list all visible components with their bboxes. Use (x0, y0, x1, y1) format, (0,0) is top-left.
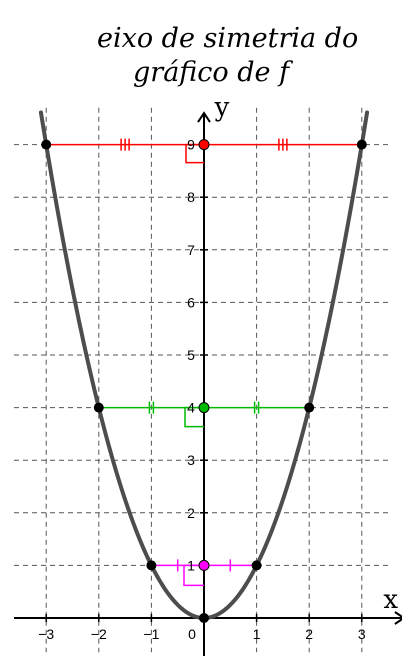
x-tick-label: −3 (38, 626, 54, 642)
x-tick-label: 1 (253, 626, 261, 642)
chart-title: eixo de simetria do gráfico de f (0, 22, 402, 90)
x-tick-label: −1 (143, 626, 159, 642)
data-point (146, 560, 157, 571)
labels-layer: −3 −2 −1 0 1 2 3 1 2 3 4 5 6 7 8 9 x y (38, 93, 398, 642)
data-point (356, 139, 367, 150)
axes-layer (14, 111, 402, 656)
x-tick-label: 3 (358, 626, 366, 642)
right-angle-marker (183, 564, 204, 587)
points-layer (41, 139, 367, 623)
data-point (93, 402, 104, 413)
y-tick-label: 7 (187, 242, 195, 258)
x-tick-label: −2 (91, 626, 107, 642)
data-point (251, 560, 262, 571)
y-tick-label: 4 (187, 400, 195, 416)
data-point (199, 613, 209, 623)
y-tick-label: 3 (187, 452, 195, 468)
axis-point-y4 (198, 402, 210, 414)
y-tick-label: 6 (187, 294, 195, 310)
y-axis-label: y (214, 93, 230, 123)
axis-point-y9 (198, 139, 210, 151)
y-tick-label: 9 (187, 137, 195, 153)
right-angle-marker (184, 406, 204, 428)
x-tick-label: 0 (188, 626, 196, 642)
data-point (304, 402, 315, 413)
grid-layer (14, 107, 390, 653)
y-tick-label: 8 (187, 189, 195, 205)
x-tick-label: 2 (305, 626, 313, 642)
chart-title-line1: eixo de simetria do (97, 23, 359, 54)
data-point (41, 139, 52, 150)
x-axis-label: x (383, 585, 398, 615)
y-tick-label: 5 (187, 347, 195, 363)
y-axis-arrow (197, 111, 211, 123)
chart-title-line2: gráfico de f (133, 57, 290, 88)
y-tick-label: 2 (187, 505, 195, 521)
axis-point-y1 (198, 559, 210, 571)
y-tick-label: 1 (187, 557, 195, 573)
x-axis-arrow (394, 611, 402, 625)
right-angle-marker (185, 143, 204, 164)
